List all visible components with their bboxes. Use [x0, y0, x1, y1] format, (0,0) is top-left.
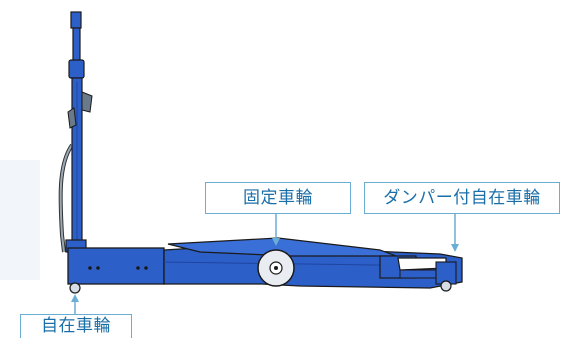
damper-caster-wheel [435, 261, 457, 292]
caster-wheel [69, 282, 81, 294]
label-damper-caster: ダンパー付自在車輪 [364, 182, 560, 214]
label-caster: 自在車輪 [20, 314, 132, 338]
base-block [65, 239, 165, 285]
chassis-frame [163, 237, 463, 289]
handle-mast [67, 11, 93, 249]
background-tint [0, 160, 40, 280]
pointer-lines [71, 214, 459, 316]
label-fixed-wheel: 固定車輪 [205, 182, 351, 214]
fixed-wheel [257, 249, 295, 287]
